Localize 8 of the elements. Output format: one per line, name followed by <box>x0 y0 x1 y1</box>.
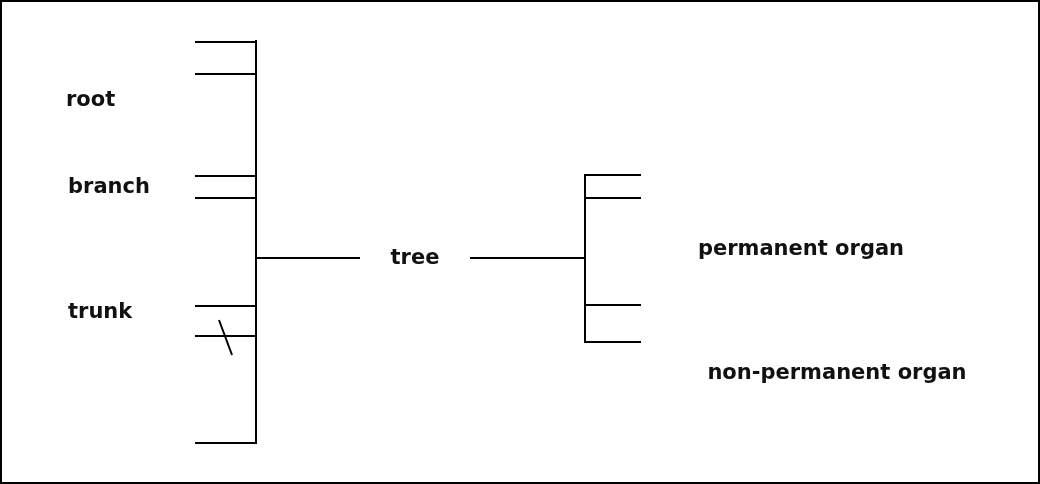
term-label: trunk <box>68 299 133 325</box>
term-label: non-permanent organ <box>707 359 967 385</box>
term-label: permanent organ <box>697 235 905 261</box>
term-label: branch <box>68 174 150 200</box>
term-label: tree <box>390 245 440 271</box>
term-label: root <box>66 86 116 112</box>
connector-line <box>469 257 642 343</box>
connector-line <box>194 257 361 337</box>
